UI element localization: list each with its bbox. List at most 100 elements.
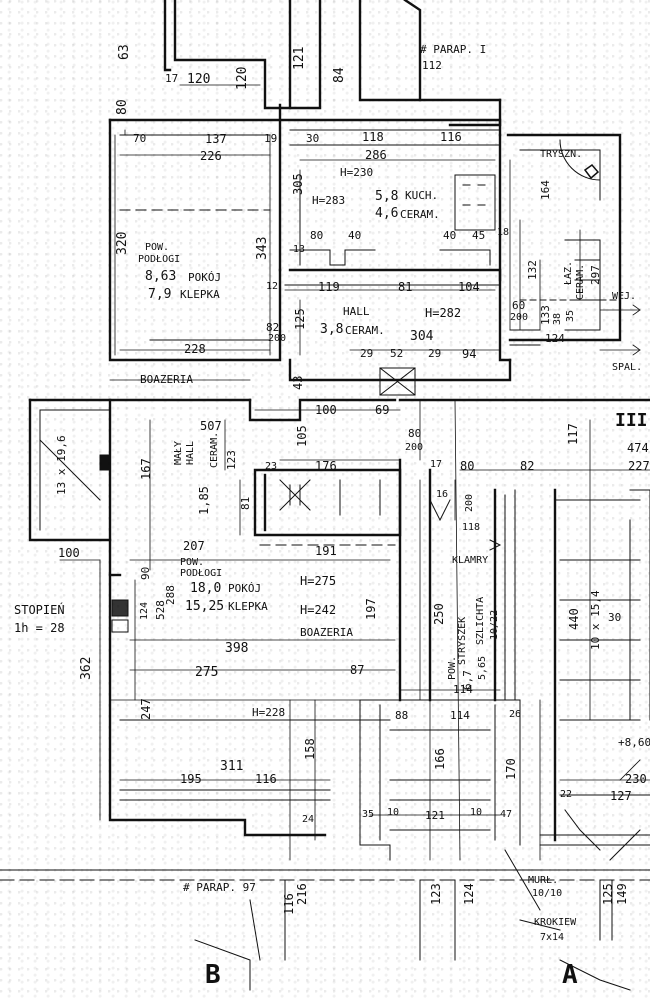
dim-label: 124	[139, 601, 150, 620]
dim-label: 116	[282, 893, 296, 915]
dim-label: 200	[268, 333, 287, 344]
element-label: KROKIEW	[534, 917, 577, 928]
note-label: SZLICHTA	[475, 596, 486, 645]
room-name: MAŁY	[173, 440, 184, 465]
dim-label: 116	[440, 130, 462, 144]
dim-label: 311	[220, 759, 244, 774]
dim-label: 30	[608, 611, 622, 624]
dim-label: 100	[58, 546, 80, 560]
top-dim-lines	[114, 84, 641, 356]
note-value: 10/22	[489, 609, 500, 640]
dim-label: 226	[200, 149, 222, 163]
dim-label: 82	[520, 459, 535, 473]
dim-label: 167	[139, 458, 153, 480]
dim-label: 87	[350, 663, 365, 677]
dim-label: 149	[615, 883, 629, 905]
floor-area: 4,6	[375, 206, 399, 221]
dim-label: 125	[293, 308, 307, 330]
floor-area: 15,25	[185, 599, 225, 614]
dim-label: 114	[453, 683, 473, 696]
dim-label: 207	[183, 539, 205, 553]
dim-label: 63	[117, 44, 132, 60]
dim-label: 19	[264, 132, 278, 145]
dim-label: 24	[302, 814, 315, 825]
dim-label: 45	[472, 229, 486, 242]
dim-label: 26	[509, 709, 522, 720]
dim-label: 120	[187, 72, 211, 87]
dim-label: 80	[115, 99, 130, 115]
dim-label: 176	[315, 459, 337, 473]
dim-label: 35	[565, 309, 576, 322]
dim-label: 275	[195, 665, 219, 680]
dim-label: 362	[79, 656, 94, 680]
dim-label: 286	[365, 148, 387, 162]
stair-label: 13 x 19,6	[55, 435, 68, 495]
dim-label: 124	[462, 883, 476, 905]
dim-label: 35	[362, 809, 375, 820]
dim-label: 320	[115, 231, 130, 255]
height-label: H=283	[312, 194, 346, 207]
room-note: POW.	[180, 557, 205, 568]
dim-label: 230	[625, 772, 647, 786]
dim-label: 200	[405, 442, 424, 453]
dim-label: 80	[408, 427, 422, 440]
room-name: STRYSZEK	[457, 616, 468, 665]
dim-label: 100	[315, 403, 337, 417]
dim-label: 18	[497, 227, 510, 238]
mid-dim-lines	[59, 379, 650, 861]
dim-label: 38	[552, 312, 563, 325]
dim-label: 88	[395, 709, 409, 722]
room-name: POKÓJ	[188, 271, 222, 284]
dim-label: 17	[430, 459, 443, 470]
element-value: 7x14	[540, 932, 565, 943]
stair-step-value: 1h = 28	[14, 621, 65, 635]
dim-label: 114	[450, 709, 470, 722]
level-label: +8,60	[618, 736, 650, 749]
dim-label: 84	[332, 67, 347, 83]
room-note: PODŁOGI	[180, 568, 223, 579]
dim-label: 17	[165, 72, 179, 85]
dim-label: 288	[164, 585, 177, 605]
dim-label: 158	[303, 738, 317, 760]
arrow-label: WEJ.	[612, 291, 637, 302]
dim-label: 228	[184, 342, 206, 356]
section-marker-b: B	[205, 960, 221, 990]
dim-label: 343	[255, 236, 270, 260]
room-note: PODŁOGI	[138, 254, 181, 265]
dim-label: 43	[291, 375, 305, 390]
room-name: ŁAZ.	[563, 260, 574, 285]
parapet-label: # PARAP. I	[420, 43, 487, 56]
bottom-lines	[0, 849, 650, 991]
dim-label: 104	[458, 280, 480, 294]
dim-label: 116	[255, 772, 277, 786]
dim-label: 121	[425, 809, 445, 822]
dim-label: 197	[364, 598, 378, 620]
element-label: MURŁ.	[528, 875, 559, 886]
dim-label: 200	[464, 493, 475, 512]
dim-label: 94	[462, 347, 477, 361]
height-label: H=228	[252, 706, 286, 719]
mid-inner-lines	[39, 409, 650, 861]
dim-label: 164	[539, 180, 552, 200]
dim-label: 70	[133, 132, 147, 145]
height-label: H=275	[300, 574, 337, 588]
element-label: KLAMRY	[452, 555, 489, 566]
dim-label: 81	[398, 280, 413, 294]
dim-label: 440	[567, 608, 581, 630]
dim-label: 80	[310, 229, 324, 242]
dim-label: 22	[560, 789, 573, 800]
dim-label: 216	[295, 883, 309, 905]
room-name: TRYSZN.	[540, 149, 583, 160]
dim-label: 132	[526, 260, 539, 280]
dim-label: 507	[200, 419, 222, 433]
dim-label: 118	[462, 522, 481, 533]
room-note: POW.	[447, 655, 458, 680]
dim-label: 305	[291, 173, 305, 195]
dim-label: 247	[139, 698, 153, 720]
dim-label: 10	[470, 807, 483, 818]
dim-label: 170	[504, 758, 518, 780]
dim-label: 82	[266, 321, 280, 334]
dim-label: 137	[205, 132, 227, 146]
stair-step-label: STOPIEŃ	[14, 603, 65, 617]
material-label: BOAZERIA	[300, 626, 353, 639]
